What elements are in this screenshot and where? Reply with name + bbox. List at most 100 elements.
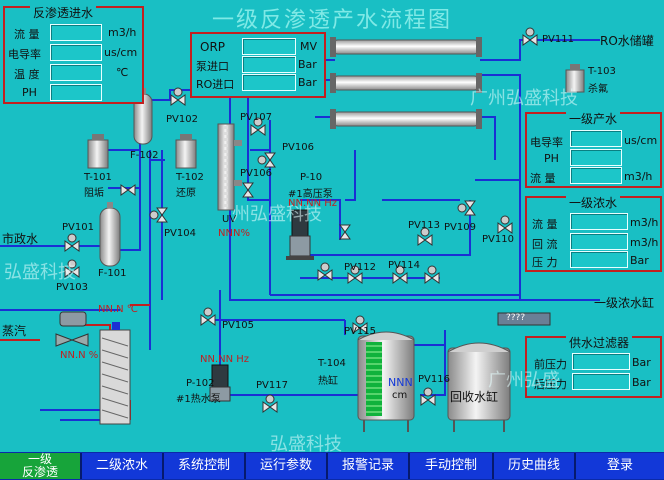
label-pv109[interactable]: PV109 (444, 222, 476, 233)
watermark-3: 州弘盛科技 (232, 204, 322, 225)
filter-back-label: 后压力 (534, 378, 567, 391)
nav-login[interactable]: 登录 (576, 453, 664, 479)
watermark-4: 弘盛科技 (270, 434, 342, 455)
label-p102[interactable]: P-102 (186, 378, 215, 389)
label-pv103[interactable]: PV103 (56, 282, 88, 293)
label-pv105[interactable]: PV105 (222, 320, 254, 331)
ro-inlet-unit: Bar (298, 76, 317, 89)
label-f101[interactable]: F-101 (98, 268, 127, 279)
label-uv[interactable]: UV (222, 214, 237, 225)
conc-flow-label: 流 量 (532, 218, 558, 231)
conc-return-label: 回 流 (532, 238, 558, 251)
panel-ro-inlet-title: 反渗透进水 (30, 4, 97, 21)
product-flow-label: 流 量 (530, 172, 556, 185)
label-pv106[interactable]: PV106 (282, 142, 314, 153)
process-diagram (0, 27, 600, 432)
page-title: 一级反渗透产水流程图 (211, 8, 452, 33)
nav-system-control[interactable]: 系统控制 (164, 453, 246, 479)
conc-pressure-unit: Bar (630, 254, 649, 267)
orp-unit: MV (300, 40, 318, 53)
label-t104-unit: cm (392, 390, 408, 401)
dosing-tank-t101 (87, 134, 109, 169)
label-ro-tank: RO水储罐 (600, 34, 654, 48)
label-pv111[interactable]: PV111 (542, 34, 574, 45)
label-pv104[interactable]: PV104 (164, 228, 196, 239)
watermark-1: 弘盛科技 (4, 262, 76, 283)
label-p101[interactable]: P-10 (300, 172, 323, 183)
label-pv107[interactable]: PV107 (240, 112, 272, 123)
label-pv108[interactable]: PV106 (240, 168, 272, 179)
orp-label: ORP (200, 40, 226, 54)
inlet-flow-label: 流 量 (14, 28, 40, 41)
inlet-cond-value (50, 44, 102, 61)
nav-stage2-conc[interactable]: 二级浓水 (82, 453, 164, 479)
label-city-water: 市政水 (2, 232, 39, 246)
label-t101[interactable]: T-101 (84, 172, 112, 183)
valve-symbols (64, 27, 538, 413)
product-ph-value (570, 149, 622, 166)
inlet-flow-unit: m3/h (108, 26, 137, 39)
nav-ro-stage1[interactable]: 一级 反渗透 (0, 453, 82, 479)
label-t103[interactable]: T-103 (588, 66, 616, 77)
filter-front-value (572, 353, 630, 370)
product-cond-value (570, 130, 622, 147)
heat-exchanger (99, 322, 131, 425)
label-recycle-tank: 回收水缸 (450, 390, 499, 404)
ro-membrane-2 (331, 75, 481, 91)
label-t104[interactable]: T-104 (318, 358, 346, 369)
nav-manual-control[interactable]: 手动控制 (410, 453, 494, 479)
inlet-cond-label: 电导率 (8, 48, 41, 61)
label-t104-level: NNN (388, 376, 413, 389)
nav-alarm-log[interactable]: 报警记录 (328, 453, 410, 479)
nav-history-curve[interactable]: 历史曲线 (494, 453, 576, 479)
label-pv101[interactable]: PV101 (62, 222, 94, 233)
label-valve-pct: NN.N % (60, 350, 99, 361)
product-ph-label: PH (544, 152, 559, 165)
label-pv112[interactable]: PV112 (344, 262, 376, 273)
dosing-tank-t102 (175, 134, 197, 169)
inlet-flow-value (50, 24, 102, 41)
inlet-cond-unit: us/cm (104, 46, 138, 59)
label-pv102[interactable]: PV102 (166, 114, 198, 125)
label-t103-sub: 杀氟 (588, 84, 608, 95)
label-pv110[interactable]: PV110 (482, 234, 514, 245)
label-uv-pct: NNN% (218, 228, 250, 239)
heater-display (497, 312, 551, 326)
label-t102[interactable]: T-102 (176, 172, 204, 183)
filter-front-unit: Bar (632, 356, 651, 369)
filter-back-value (572, 373, 630, 390)
label-p102-hz: NN.NN Hz (200, 354, 250, 365)
ro-membrane-3 (331, 111, 481, 127)
label-pv117[interactable]: PV117 (256, 380, 288, 391)
panel-conc-title: 一级浓水 (566, 194, 621, 211)
label-pv115[interactable]: PV115 (344, 326, 376, 337)
label-pv113[interactable]: PV113 (408, 220, 440, 231)
pump-inlet-unit: Bar (298, 58, 317, 71)
product-cond-label: 电导率 (530, 136, 563, 149)
pump-p101 (286, 209, 314, 260)
recycle-tank (447, 342, 511, 432)
tank-t104 (357, 331, 415, 432)
label-pv114[interactable]: PV114 (388, 260, 420, 271)
label-conc-tank: 一级浓水缸 (594, 296, 655, 310)
conc-pressure-value (570, 251, 628, 268)
label-f102[interactable]: F-102 (130, 150, 159, 161)
label-p101-sub: #1高压泵 (288, 189, 333, 200)
orp-value (242, 38, 296, 55)
label-p102-sub: #1热水泵 (176, 394, 221, 405)
conc-flow-unit: m3/h (630, 216, 659, 229)
ro-inlet-label: RO进口 (196, 78, 235, 91)
product-flow-value (570, 167, 622, 184)
label-steam: 蒸汽 (2, 324, 27, 338)
label-t101-sub: 阻垢 (84, 188, 104, 199)
ro-inlet-value (242, 74, 296, 91)
pump-inlet-value (242, 56, 296, 73)
filter-f101 (99, 202, 121, 267)
dosing-tank-t103 (565, 64, 585, 93)
inlet-temp-label: 温 度 (14, 68, 40, 81)
inlet-temp-unit: ℃ (116, 66, 129, 79)
label-pv116[interactable]: PV116 (418, 374, 450, 385)
product-flow-unit: m3/h (624, 170, 653, 183)
label-temp-c: NN.N ℃ (98, 304, 139, 315)
nav-run-params[interactable]: 运行参数 (246, 453, 328, 479)
